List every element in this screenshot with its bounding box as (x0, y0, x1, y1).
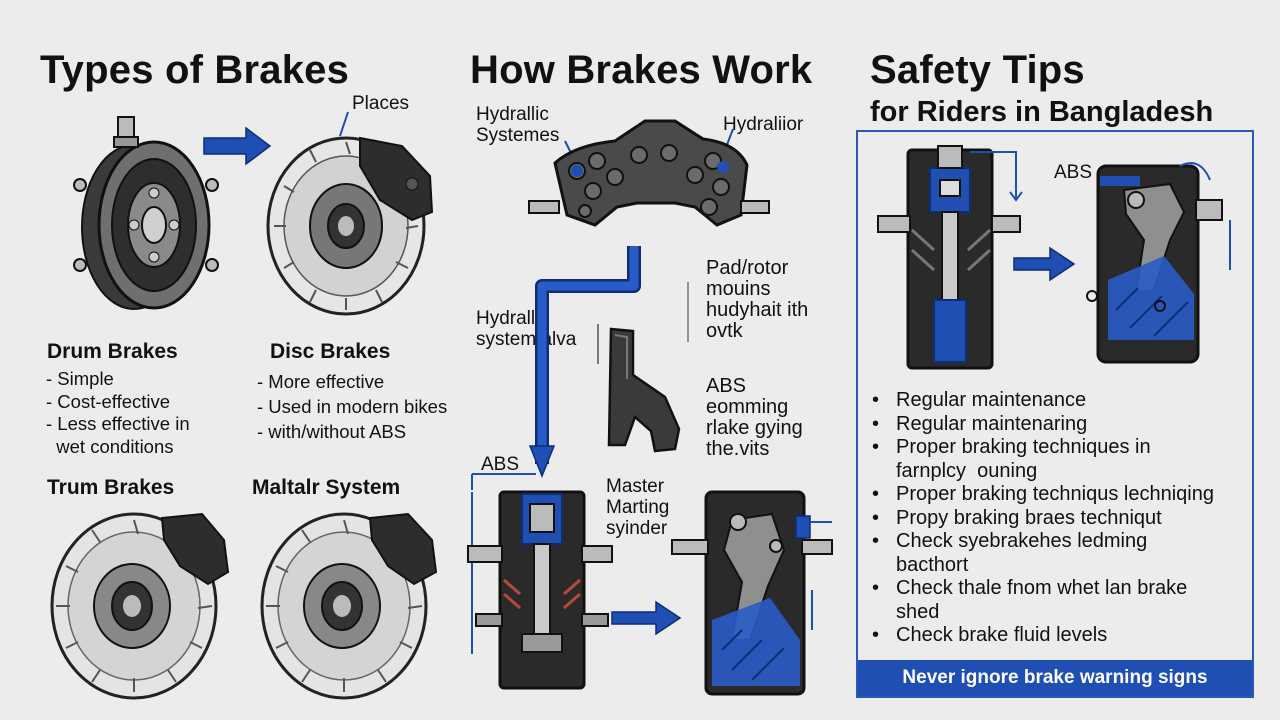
hydralic-systemalva-label: Hydrallic system.alva (476, 308, 577, 350)
abs-panel-label: ABS (1054, 162, 1093, 183)
divider-line (687, 282, 689, 342)
list-item: Proper braking techniqus lechniqing (862, 483, 1214, 507)
list-item: - Used in modern bikes (257, 396, 448, 417)
disc-brakes-heading: Disc Brakes (270, 340, 391, 363)
divider-line (597, 324, 599, 364)
maltalr-system-illustration (260, 512, 438, 700)
abs-leader-line (471, 473, 536, 490)
list-item: Check brake fluid levels (862, 624, 1214, 648)
safety-panel (856, 130, 1254, 698)
list-item: Regular maintenaring (862, 413, 1214, 437)
brake-bracket-illustration (607, 327, 681, 453)
maltalr-system-heading: Maltalr System (252, 476, 401, 499)
trum-brakes-heading: Trum Brakes (47, 476, 175, 499)
list-item: Regular maintenance (862, 389, 1214, 413)
drum-brakes-heading: Drum Brakes (47, 340, 178, 363)
hydraulic-line-arrow-icon (528, 246, 641, 479)
master-cylinder-cutaway-illustration (877, 145, 1023, 370)
safety-tips-subtitle: for Riders in Bangladesh (870, 96, 1214, 128)
master-cylinder-label: Master Marting syinder (606, 476, 670, 539)
disc-brake-illustration (266, 111, 434, 316)
abs-label: ABS (481, 454, 520, 475)
list-item: - Cost-effective (46, 390, 171, 412)
list-item: wet conditions (46, 435, 174, 457)
pad-rotor-label: Pad/rotor mouins hudyhait ith ovtk (706, 257, 809, 342)
hydraliior-label: Hydraliior (723, 114, 804, 135)
how-brakes-work-title: How Brakes Work (470, 48, 813, 92)
types-of-brakes-title: Types of Brakes (40, 48, 350, 92)
abs-cutaway-illustration (1086, 162, 1231, 364)
trum-brake-illustration (50, 512, 230, 700)
abs-unit-illustration (671, 490, 833, 696)
list-item: - Less effective in (46, 413, 190, 434)
safety-tips-list: Regular maintenance Regular maintenaring… (862, 389, 1214, 648)
list-item: Propy braking braes techniqut (862, 507, 1214, 531)
master-cylinder-illustration (467, 490, 613, 690)
safety-tips-title: Safety Tips (870, 48, 1085, 92)
hydralic-systemes-label: Hydrallic Systemes (476, 104, 560, 146)
warning-banner: Never ignore brake warning signs (858, 660, 1252, 696)
list-item: - Simple (46, 368, 114, 389)
drum-brakes-points: - Simple - Cost-effective - Less effecti… (46, 368, 190, 458)
disc-brakes-points: - More effective - Used in modern bikes … (257, 369, 447, 444)
arrow-right-icon (1013, 246, 1076, 282)
places-callout: Places (352, 93, 410, 114)
arrow-right-icon (611, 600, 682, 636)
brake-caliper-illustration (528, 119, 770, 267)
list-item: - with/without ABS (257, 421, 407, 442)
abs-comming-label: ABS eomming rlake gying the.vits (706, 375, 803, 460)
list-item: - More effective (257, 371, 385, 392)
arrow-right-icon (203, 126, 272, 166)
drum-brake-illustration (73, 116, 219, 310)
